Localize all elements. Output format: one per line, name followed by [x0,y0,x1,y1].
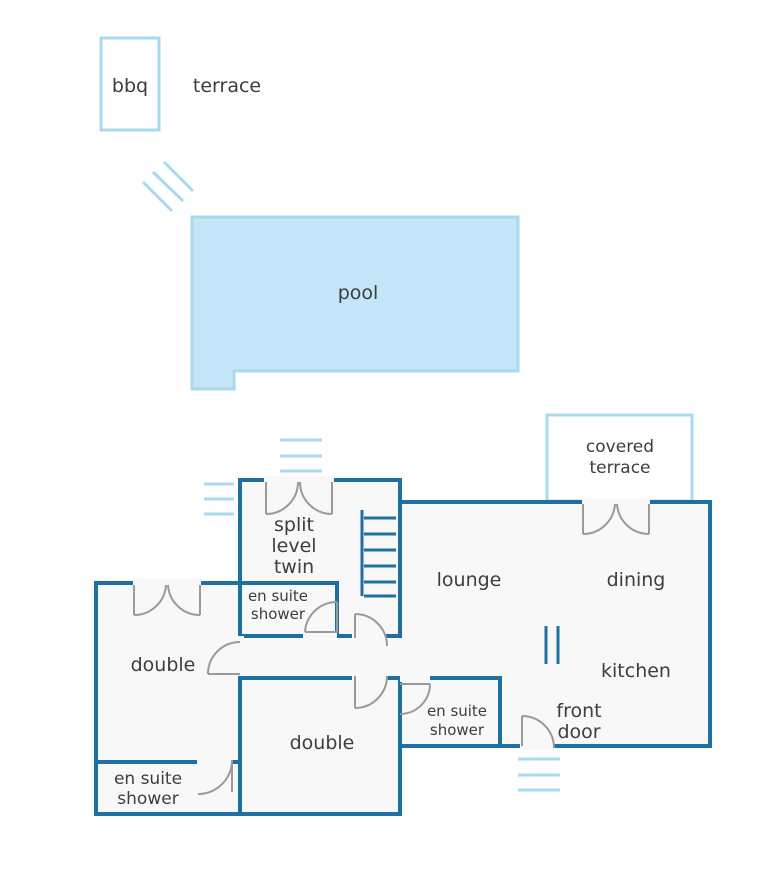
room-ensuite-mid [398,676,502,748]
kitchen-divider [544,626,560,664]
covered-terrace-label-2: terrace [589,458,650,478]
room-ensuite-bottom [94,760,242,816]
doors [133,481,650,796]
bbq-box [99,36,161,132]
pool-label: pool [338,282,379,304]
ensuite-mid-label-1: en suite [427,702,487,720]
bbq-label: bbq [112,75,148,97]
corridor [242,638,398,676]
double-bottom-label: double [290,732,355,754]
split-level-label-3: twin [274,556,314,578]
front-door-label-2: door [557,721,600,743]
stairs [360,510,396,598]
covered-terrace-label-1: covered [586,437,654,457]
ensuite-top-label-2: shower [251,605,306,623]
steps-side [204,482,234,516]
kitchen-label: kitchen [601,660,671,682]
steps-split-level [280,438,322,473]
dining-label: dining [607,569,666,591]
terrace-label: terrace [193,75,261,97]
ensuite-bottom-label-2: shower [117,789,178,809]
room-double-bottom [238,676,402,816]
ensuite-bottom-label-1: en suite [114,769,182,789]
steps-front-door [518,757,560,792]
pool-steps [141,160,195,213]
door-gaps [133,476,650,766]
double-left-label: double [131,654,196,676]
ensuite-top-label-1: en suite [248,587,308,605]
split-level-label-1: split [274,514,314,536]
covered-terrace [545,413,694,503]
pool [190,215,520,391]
lounge-label: lounge [437,569,502,591]
front-door-label-1: front [556,700,601,722]
ensuite-mid-label-2: shower [430,721,485,739]
split-level-label-2: level [271,535,316,557]
